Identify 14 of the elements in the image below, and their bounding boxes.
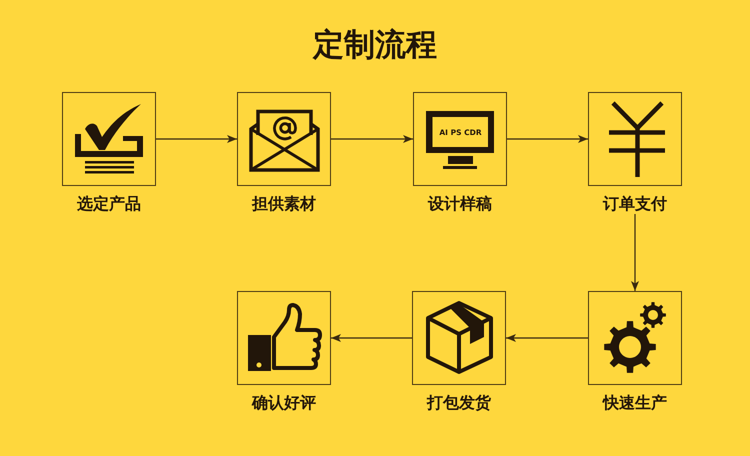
step-label: 确认好评 bbox=[252, 393, 316, 413]
step-label: 担供素材 bbox=[252, 194, 316, 214]
arrow bbox=[331, 334, 412, 342]
arrow bbox=[506, 334, 588, 342]
step-label: 选定产品 bbox=[77, 194, 141, 214]
step-label: 快速生产 bbox=[603, 393, 667, 413]
arrow bbox=[631, 214, 639, 291]
arrow bbox=[507, 135, 588, 143]
arrow bbox=[156, 135, 237, 143]
title: 定制流程 bbox=[313, 26, 437, 65]
step-label: 设计样稿 bbox=[428, 194, 492, 214]
step-label: 订单支付 bbox=[603, 194, 667, 214]
step-label: 打包发货 bbox=[427, 393, 491, 413]
arrow bbox=[331, 135, 413, 143]
